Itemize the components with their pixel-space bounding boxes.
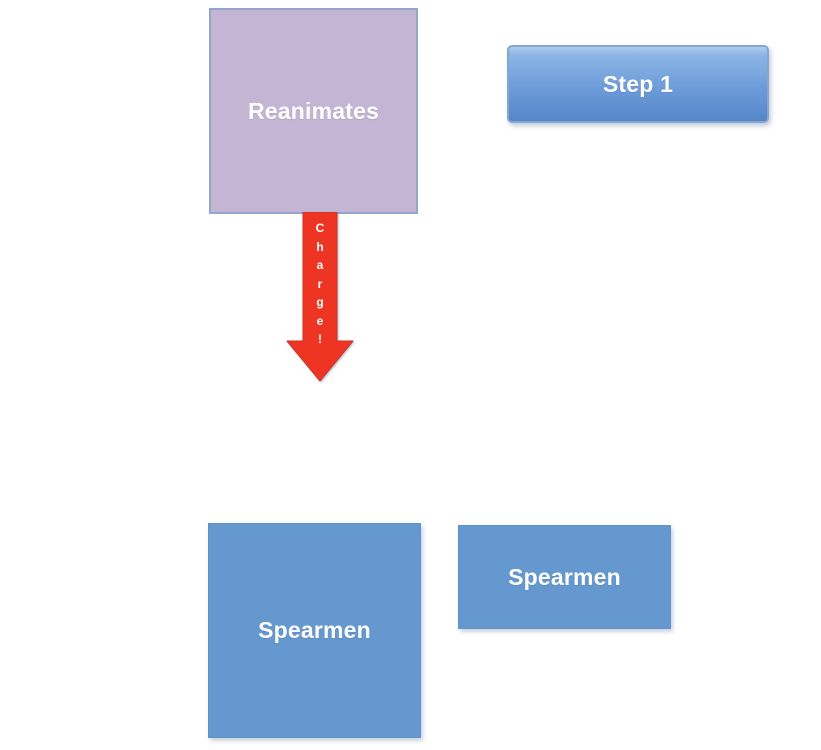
spearmen-small-label: Spearmen	[508, 563, 621, 590]
spearmen-large-box: Spearmen	[208, 523, 421, 738]
spearmen-large-label: Spearmen	[258, 617, 371, 643]
step-1-label: Step 1	[602, 70, 674, 97]
step-1-button: Step 1	[507, 45, 769, 123]
down-arrow-icon	[286, 212, 354, 382]
charge-arrow: Charge!	[285, 212, 355, 382]
spearmen-small-box: Spearmen	[458, 525, 671, 629]
charge-arrow-label: Charge!	[315, 221, 325, 346]
reanimates-label: Reanimates	[247, 97, 380, 124]
reanimates-box: Reanimates	[209, 8, 418, 214]
